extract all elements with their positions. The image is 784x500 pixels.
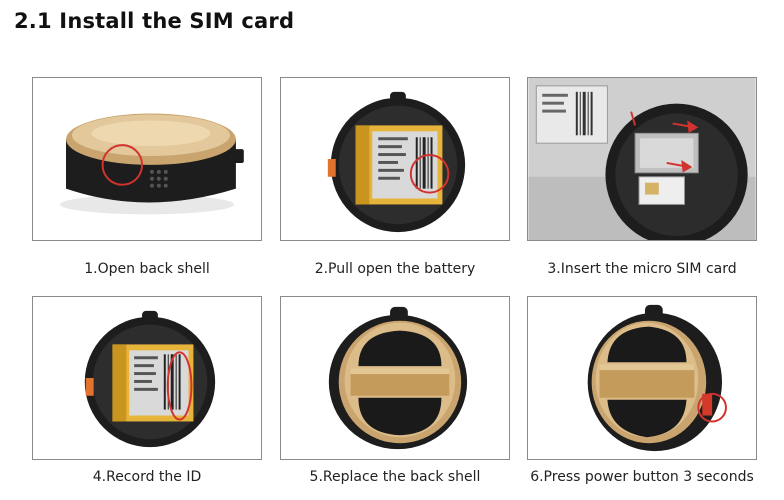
tracker-battery-view	[281, 78, 509, 240]
step-1-image	[32, 77, 262, 241]
step-5-caption: 5.Replace the back shell	[309, 469, 481, 485]
step-3-caption: 3.Insert the micro SIM card	[547, 261, 737, 277]
tracker-id-label-view	[33, 297, 261, 459]
step-4-image	[32, 296, 262, 460]
page-title: 2.1 Install the SIM card	[14, 9, 295, 33]
step-3-image	[527, 77, 757, 241]
step-6-caption: 6.Press power button 3 seconds	[530, 469, 754, 485]
tracker-closed-side-view	[33, 78, 261, 240]
tracker-power-button-view	[528, 297, 756, 459]
tracker-back-shell-view	[281, 297, 509, 459]
tracker-sim-slot-view	[528, 78, 756, 240]
step-4-caption: 4.Record the ID	[92, 469, 202, 485]
step-5-image	[280, 296, 510, 460]
step-2-image	[280, 77, 510, 241]
step-2-caption: 2.Pull open the battery	[314, 261, 476, 277]
step-6-image	[527, 296, 757, 460]
step-1-caption: 1.Open back shell	[84, 261, 210, 277]
